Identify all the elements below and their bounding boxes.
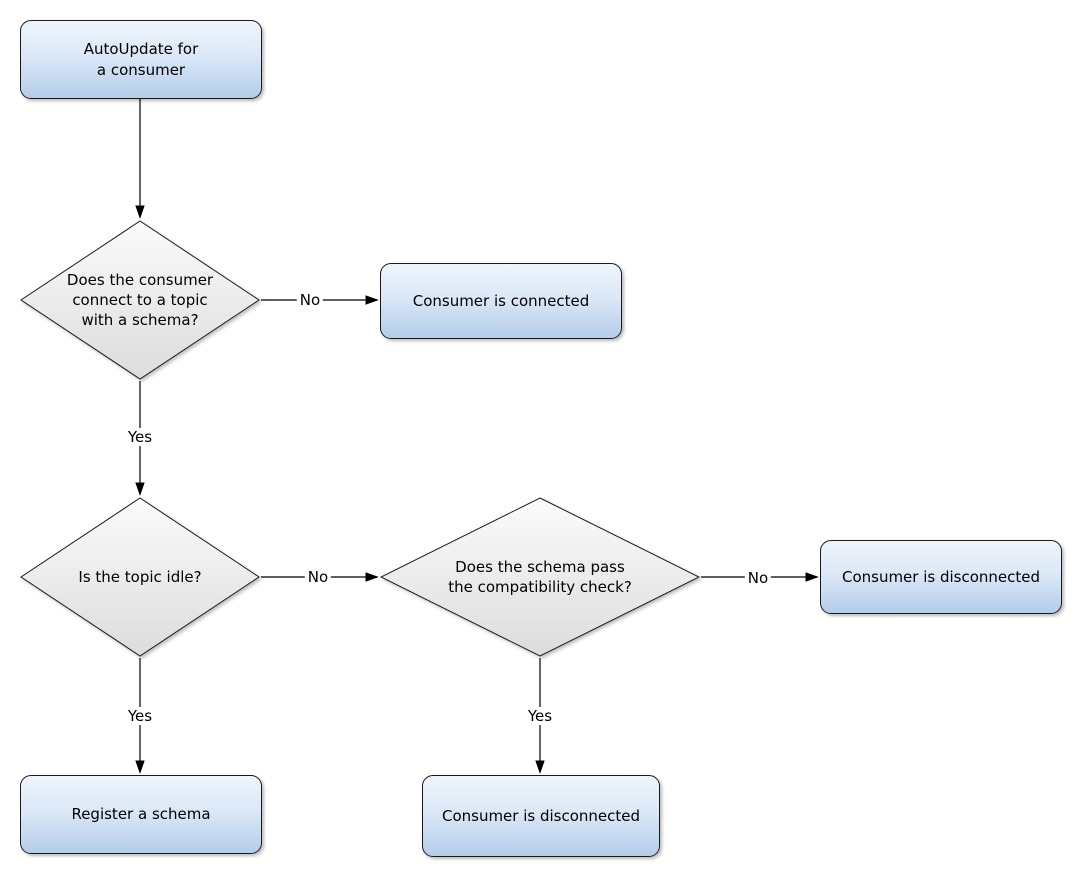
edge-label-no-to-disconnected: No	[744, 569, 772, 587]
node-label: Consumer is disconnected	[441, 806, 641, 825]
node-label: Register a schema	[71, 805, 211, 824]
edge-label-no-to-compatibility: No	[304, 568, 332, 586]
node-label: Is the topic idle?	[78, 567, 202, 586]
diamond-shape	[380, 497, 700, 657]
node-label: Consumer is connected	[412, 291, 590, 310]
node-autoupdate-start: AutoUpdate for a consumer	[20, 20, 262, 99]
node-consumer-disconnected-right: Consumer is disconnected	[820, 540, 1062, 614]
node-decision-compatibility-check: Does the schema pass the compatibility c…	[380, 497, 700, 657]
node-consumer-disconnected-bottom: Consumer is disconnected	[422, 775, 660, 857]
node-decision-connect-topic-schema: Does the consumer connect to a topic wit…	[20, 220, 260, 380]
node-label: Consumer is disconnected	[841, 567, 1041, 586]
node-register-schema: Register a schema	[20, 775, 262, 854]
edge-label-no-to-connected: No	[296, 291, 324, 309]
node-label: AutoUpdate for a consumer	[83, 40, 199, 79]
edge-label-yes-to-register: Yes	[124, 707, 156, 725]
node-consumer-connected: Consumer is connected	[380, 263, 622, 339]
diamond-shape	[20, 497, 260, 657]
edge-label-yes-to-topic-idle: Yes	[124, 428, 156, 446]
diamond-shape	[20, 220, 260, 380]
node-decision-topic-idle: Is the topic idle?	[20, 497, 260, 657]
node-label: Does the schema pass the compatibility c…	[448, 557, 632, 596]
node-label: Does the consumer connect to a topic wit…	[66, 270, 214, 330]
edge-label-yes-to-disconnected: Yes	[524, 707, 556, 725]
